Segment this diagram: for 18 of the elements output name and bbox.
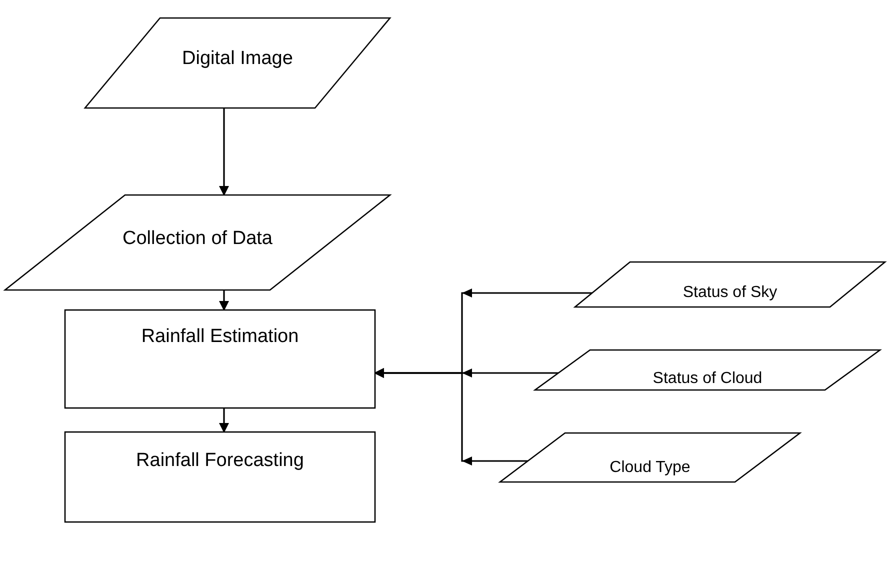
io-parallelogram [575, 262, 885, 307]
process-box [65, 310, 375, 408]
node-label: Status of Sky [682, 284, 778, 302]
io-parallelogram [500, 433, 800, 482]
node-label: Rainfall Forecasting [135, 450, 305, 472]
io-parallelogram [535, 350, 880, 390]
process-box [65, 432, 375, 522]
io-parallelogram [85, 18, 390, 108]
arrow [219, 108, 229, 196]
node-label: Status of Cloud [652, 370, 764, 388]
arrow [219, 290, 229, 311]
node-label: Digital Image [181, 48, 294, 70]
arrow [374, 368, 528, 462]
node-label: Rainfall Estimation [140, 326, 300, 348]
node-label: Cloud Type [608, 459, 692, 477]
arrow [219, 408, 229, 433]
io-parallelogram [5, 195, 390, 290]
node-label: Collection of Data [122, 228, 274, 250]
